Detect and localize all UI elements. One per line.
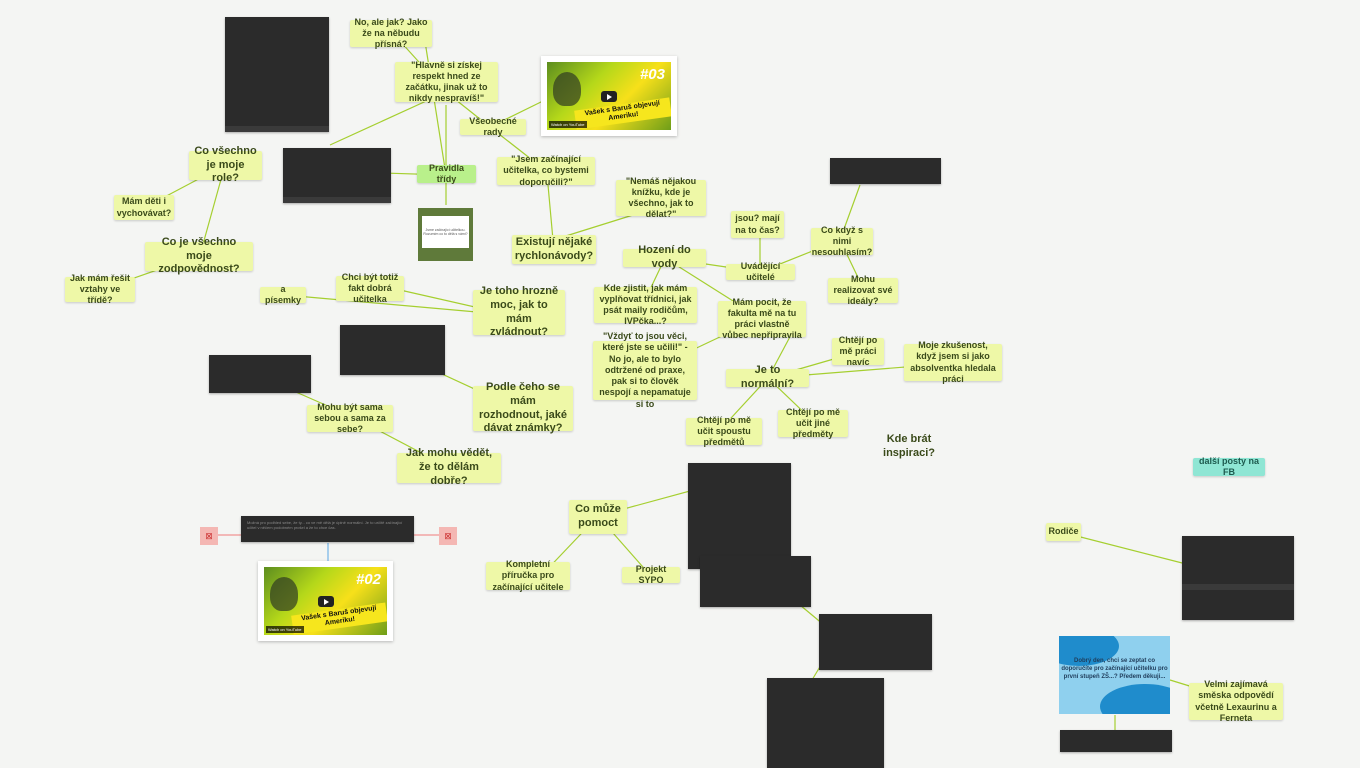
node-hozeni-do-vody[interactable]: Hození do vody [623, 244, 706, 270]
node-chci-byt[interactable]: Chci být totiž fakt dobrá učitelka [336, 272, 404, 304]
post-screenshot-center [340, 325, 445, 375]
node-jsem-zacinajici[interactable]: "Jsem začínající učitelka, co bystemi do… [497, 154, 595, 187]
video-number: #03 [639, 66, 665, 83]
watch-on-youtube[interactable]: Watch on YouTube [549, 121, 587, 128]
node-pravidla-tridy[interactable]: Pravidla třídy [417, 163, 476, 184]
video-caption: Vašek s Baruš objevují Ameriku! [291, 602, 387, 635]
post-screenshot-right-top [830, 158, 941, 184]
node-jsou-maji-cas[interactable]: jsou? mají na to čas? [731, 211, 784, 238]
play-icon[interactable] [317, 596, 334, 607]
node-co-kdyz-nesouhlasim[interactable]: Co když s nimi nesouhlasím? [811, 224, 873, 258]
node-velmi-zajimava-smeska[interactable]: Velmi zajímavá směska odpovědí včetně Le… [1189, 679, 1283, 723]
node-chteji-jine[interactable]: Chtějí po mě učit jiné předměty [778, 407, 848, 439]
node-chteji-spoustu[interactable]: Chtějí po mě učit spoustu předmětů [686, 415, 762, 447]
node-vzdyt-jsou-veci[interactable]: "Vždyť to jsou věci, které jste se učili… [593, 331, 697, 409]
post-screenshot-lower-3 [767, 678, 884, 768]
node-mohu-byt-sama[interactable]: Mohu být sama sebou a sama za sebe? [307, 402, 393, 434]
video-person-icon [270, 577, 298, 611]
facebook-question-image: Dobrý den, chci se zeptat co doporučíte … [1059, 636, 1170, 714]
node-nemas-knizku[interactable]: "Nemáš nějakou knížku, kde je všechno, j… [616, 176, 706, 219]
post-highlighted-text: Možná pro podhled sebe, že ty... co ve m… [247, 520, 403, 530]
node-co-zodpovednost[interactable]: Co je všechno moje zodpovědnost? [145, 236, 253, 275]
image-card: Jsme začínající učitelkou. Rozumím co to… [418, 208, 473, 261]
node-hlavne-respekt[interactable]: "Hlavně si získej respekt hned ze začátk… [395, 60, 498, 103]
node-existuji-rychlonavody[interactable]: Existují nějaké rychlonávody? [512, 235, 596, 264]
node-je-to-hrozne[interactable]: Je toho hrozně moc, jak to mám zvládnout… [473, 285, 565, 338]
video-caption: Vašek s Baruš objevují Ameriku! [574, 97, 671, 130]
post-screenshot-mid-right [688, 463, 791, 569]
post-highlighted-comment[interactable]: Možná pro podhled sebe, že ty... co ve m… [241, 516, 414, 542]
node-co-muze-pomoct[interactable]: Co může pomoct [569, 500, 627, 534]
watch-on-youtube[interactable]: Watch on YouTube [266, 626, 304, 633]
video-embed-03[interactable]: #03 Vašek s Baruš objevují Ameriku! Watc… [541, 56, 677, 136]
node-uvadejici-ucitele[interactable]: Uvádějící učitelé [726, 261, 795, 282]
video-embed-02[interactable]: #02 Vašek s Baruš objevují Ameriku! Watc… [258, 561, 393, 641]
node-no-ale-jak[interactable]: No, ale jak? Jako že na něbudu přísná? [350, 17, 432, 49]
post-screenshot-bottom-right [1060, 730, 1172, 752]
node-realizovat-idealy[interactable]: Mohu realizovat své ideály? [828, 274, 898, 306]
node-mam-deti[interactable]: Mám děti i vychovávat? [114, 195, 174, 220]
node-kde-brat-inspiraci[interactable]: Kde brát inspiraci? [883, 433, 935, 459]
post-screenshot-left-middle [283, 148, 391, 203]
node-vztahy-ve-tride[interactable]: Jak mám řešit vztahy ve třídě? [65, 273, 135, 305]
node-podle-ceho-znamky[interactable]: Podle čeho se mám rozhodnout, jaké dávat… [473, 381, 573, 434]
node-a-pisemky[interactable]: a písemky [260, 284, 306, 305]
node-projekt-sypo[interactable]: Projekt SYPO [622, 564, 680, 585]
delete-handle-right-icon[interactable]: ⊠ [439, 527, 457, 545]
node-je-to-normalni[interactable]: Je to normální? [726, 364, 809, 390]
post-screenshot-lower-1 [700, 556, 811, 607]
video-number: #02 [355, 571, 381, 588]
node-kompletni-prirucka[interactable]: Kompletní příručka pro začínající učitel… [486, 559, 570, 592]
facebook-question-text: Dobrý den, chci se zeptat co doporučíte … [1061, 658, 1168, 680]
play-icon[interactable] [601, 91, 617, 102]
node-rodice[interactable]: Rodiče [1046, 523, 1081, 541]
post-screenshot-top [225, 17, 329, 132]
delete-handle-left-icon[interactable]: ⊠ [200, 527, 218, 545]
post-screenshot-left [209, 355, 311, 393]
post-screenshot-far-right [1182, 536, 1294, 620]
post-screenshot-lower-2 [819, 614, 932, 670]
node-co-vsechno-role[interactable]: Co všechno je moje role? [189, 145, 262, 184]
node-dalsi-posty-fb[interactable]: další posty na FB [1193, 456, 1265, 477]
node-kde-zjistit[interactable]: Kde zjistit, jak mám vyplňovat třídnici,… [594, 283, 697, 326]
video-person-icon [553, 72, 581, 106]
node-mam-pocit-fakulta[interactable]: Mám pocit, že fakulta mě na tu práci vla… [718, 297, 806, 340]
node-jak-mohu-vedet[interactable]: Jak mohu vědět, že to dělám dobře? [397, 447, 501, 487]
node-chteji-praci-navic[interactable]: Chtějí po mě práci navíc [832, 335, 884, 367]
image-card-text: Jsme začínající učitelkou. Rozumím co to… [422, 216, 469, 249]
node-moje-zkusenost[interactable]: Moje zkušenost, když jsem si jako absolv… [904, 340, 1002, 384]
node-vseobecne-rady[interactable]: Všeobecné rady [460, 116, 526, 137]
